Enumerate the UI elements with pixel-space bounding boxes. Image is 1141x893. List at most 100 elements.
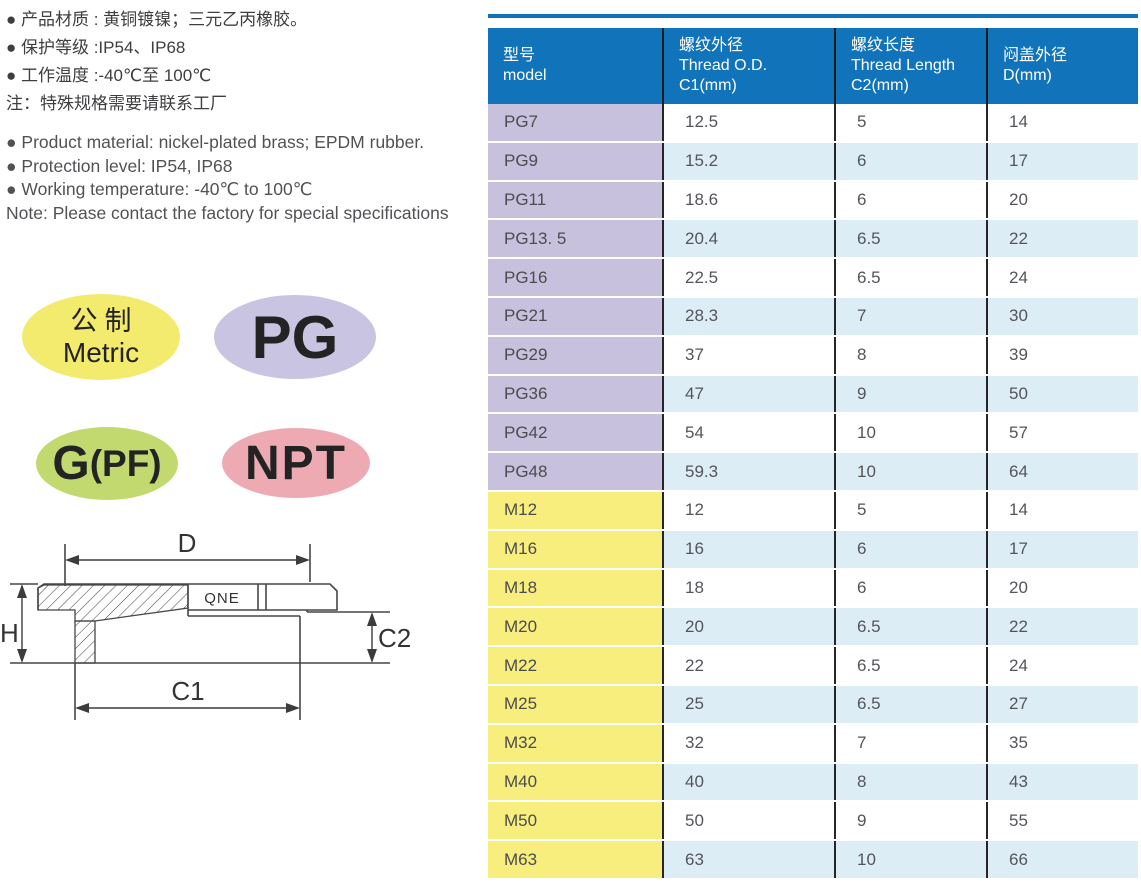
cap-od-cell: 20 bbox=[987, 180, 1138, 221]
cap-od-cell: 22 bbox=[987, 607, 1138, 648]
dimension-arrowheads bbox=[17, 555, 377, 713]
model-cell: PG16 bbox=[488, 258, 664, 298]
thread-length-cell: 6.5 bbox=[835, 607, 988, 648]
table-row: PG21 28.3 7 30 bbox=[488, 296, 1138, 337]
dim-label-h: H bbox=[0, 618, 19, 648]
table-row: M16 16 6 17 bbox=[488, 529, 1138, 570]
badge-metric: 公制 Metric bbox=[22, 294, 180, 380]
badge-metric-zh: 公制 bbox=[70, 306, 139, 336]
thread-od-cell: 59.3 bbox=[663, 452, 836, 492]
thread-od-cell: 16 bbox=[663, 529, 836, 570]
cap-od-cell: 55 bbox=[987, 801, 1138, 842]
thread-od-cell: 25 bbox=[663, 684, 836, 725]
thread-od-cell: 28.3 bbox=[663, 296, 836, 337]
table-row: M40 40 8 43 bbox=[488, 762, 1138, 803]
table-row: PG36 47 9 50 bbox=[488, 374, 1138, 415]
table-row: M32 32 7 35 bbox=[488, 723, 1138, 764]
thread-od-cell: 18.6 bbox=[663, 180, 836, 221]
badge-pg: PG bbox=[214, 295, 376, 379]
table-row: PG29 37 8 39 bbox=[488, 335, 1138, 376]
model-cell: PG7 bbox=[488, 104, 664, 143]
badge-gpf-sublabel: (PF) bbox=[89, 442, 162, 484]
table-row: PG13. 5 20.4 6.5 22 bbox=[488, 219, 1138, 260]
model-cell: M25 bbox=[488, 684, 664, 725]
model-cell: M12 bbox=[488, 490, 664, 531]
badge-metric-en: Metric bbox=[62, 337, 140, 368]
dim-label-d: D bbox=[178, 528, 197, 558]
header-thread-od-zh: 螺纹外径 bbox=[679, 37, 744, 54]
header-thread-od-unit: C1(mm) bbox=[679, 77, 737, 94]
cap-od-cell: 17 bbox=[987, 141, 1138, 182]
thread-od-cell: 22.5 bbox=[663, 258, 836, 298]
cap-od-cell: 27 bbox=[987, 684, 1138, 725]
badge-pg-label: PG bbox=[251, 303, 339, 371]
header-model-zh: 型号 bbox=[503, 47, 536, 64]
model-cell: PG21 bbox=[488, 296, 664, 337]
cap-od-cell: 24 bbox=[987, 258, 1138, 298]
badge-npt: NPT bbox=[222, 428, 370, 498]
info-block: ● 产品材质 : 黄铜镀镍；三元乙丙橡胶。 ● 保护等级 :IP54、IP68 … bbox=[6, 6, 484, 225]
thread-od-cell: 12 bbox=[663, 490, 836, 531]
model-cell: PG11 bbox=[488, 180, 664, 221]
thread-od-cell: 15.2 bbox=[663, 141, 836, 182]
model-cell: M22 bbox=[488, 646, 664, 686]
cap-od-cell: 66 bbox=[987, 840, 1138, 880]
cap-od-cell: 22 bbox=[987, 219, 1138, 260]
header-thread-length-en: Thread Length bbox=[851, 57, 956, 74]
thread-od-cell: 54 bbox=[663, 413, 836, 454]
cap-od-cell: 39 bbox=[987, 335, 1138, 376]
cap-od-cell: 17 bbox=[987, 529, 1138, 570]
table-row: PG16 22.5 6.5 24 bbox=[488, 258, 1138, 298]
header-cap-od-zh: 闷盖外径 bbox=[1003, 47, 1068, 64]
table-row: PG9 15.2 6 17 bbox=[488, 141, 1138, 182]
cap-od-cell: 14 bbox=[987, 104, 1138, 143]
cap-od-cell: 14 bbox=[987, 490, 1138, 531]
badge-gpf: G(PF) bbox=[36, 427, 178, 500]
thread-od-cell: 47 bbox=[663, 374, 836, 415]
table-row: M12 12 5 14 bbox=[488, 490, 1138, 531]
info-zh-protection: ● 保护等级 :IP54、IP68 bbox=[6, 38, 186, 57]
thread-length-cell: 7 bbox=[835, 296, 988, 337]
table-row: M50 50 9 55 bbox=[488, 801, 1138, 842]
spec-table: 型号 model 螺纹外径 Thread O.D. C1(mm) 螺纹长度 Th… bbox=[488, 14, 1138, 880]
thread-od-cell: 63 bbox=[663, 840, 836, 880]
thread-length-cell: 10 bbox=[835, 452, 988, 492]
technical-drawing: D H C1 C2 QNE bbox=[0, 528, 411, 720]
brand-label: QNE bbox=[204, 590, 240, 607]
cap-od-cell: 50 bbox=[987, 374, 1138, 415]
table-row: M18 18 6 20 bbox=[488, 568, 1138, 609]
table-row: M25 25 6.5 27 bbox=[488, 684, 1138, 725]
model-cell: PG48 bbox=[488, 452, 664, 492]
header-cap-od-unit: D(mm) bbox=[1003, 67, 1052, 84]
thread-length-cell: 6.5 bbox=[835, 646, 988, 686]
thread-length-cell: 6 bbox=[835, 180, 988, 221]
table-row: PG11 18.6 6 20 bbox=[488, 180, 1138, 221]
thread-length-cell: 8 bbox=[835, 335, 988, 376]
info-zh-material: ● 产品材质 : 黄铜镀镍；三元乙丙橡胶。 bbox=[6, 10, 308, 29]
spec-table-body: PG7 12.5 5 14 PG9 15.2 6 17 PG11 18.6 6 … bbox=[488, 104, 1138, 880]
table-header-row: 型号 model 螺纹外径 Thread O.D. C1(mm) 螺纹长度 Th… bbox=[488, 28, 1138, 104]
model-cell: PG36 bbox=[488, 374, 664, 415]
spacer bbox=[6, 118, 484, 131]
header-thread-od-en: Thread O.D. bbox=[679, 57, 768, 74]
thread-od-cell: 32 bbox=[663, 723, 836, 764]
table-top-rule bbox=[488, 14, 1138, 18]
model-cell: M63 bbox=[488, 840, 664, 880]
thread-od-cell: 40 bbox=[663, 762, 836, 803]
model-cell: PG42 bbox=[488, 413, 664, 454]
table-row: M20 20 6.5 22 bbox=[488, 607, 1138, 648]
info-en-note: Note: Please contact the factory for spe… bbox=[6, 202, 449, 223]
thread-length-cell: 6.5 bbox=[835, 258, 988, 298]
cap-od-cell: 43 bbox=[987, 762, 1138, 803]
dim-label-c1: C1 bbox=[171, 676, 204, 706]
spec-table-grid: 型号 model 螺纹外径 Thread O.D. C1(mm) 螺纹长度 Th… bbox=[488, 28, 1138, 880]
thread-length-cell: 6.5 bbox=[835, 684, 988, 725]
cap-od-cell: 20 bbox=[987, 568, 1138, 609]
info-en-material: ● Product material: nickel-plated brass;… bbox=[6, 132, 425, 152]
thread-length-cell: 6.5 bbox=[835, 219, 988, 260]
header-thread-od: 螺纹外径 Thread O.D. C1(mm) bbox=[663, 28, 836, 104]
model-cell: M16 bbox=[488, 529, 664, 570]
thread-length-cell: 10 bbox=[835, 413, 988, 454]
dim-label-c2: C2 bbox=[378, 623, 411, 653]
